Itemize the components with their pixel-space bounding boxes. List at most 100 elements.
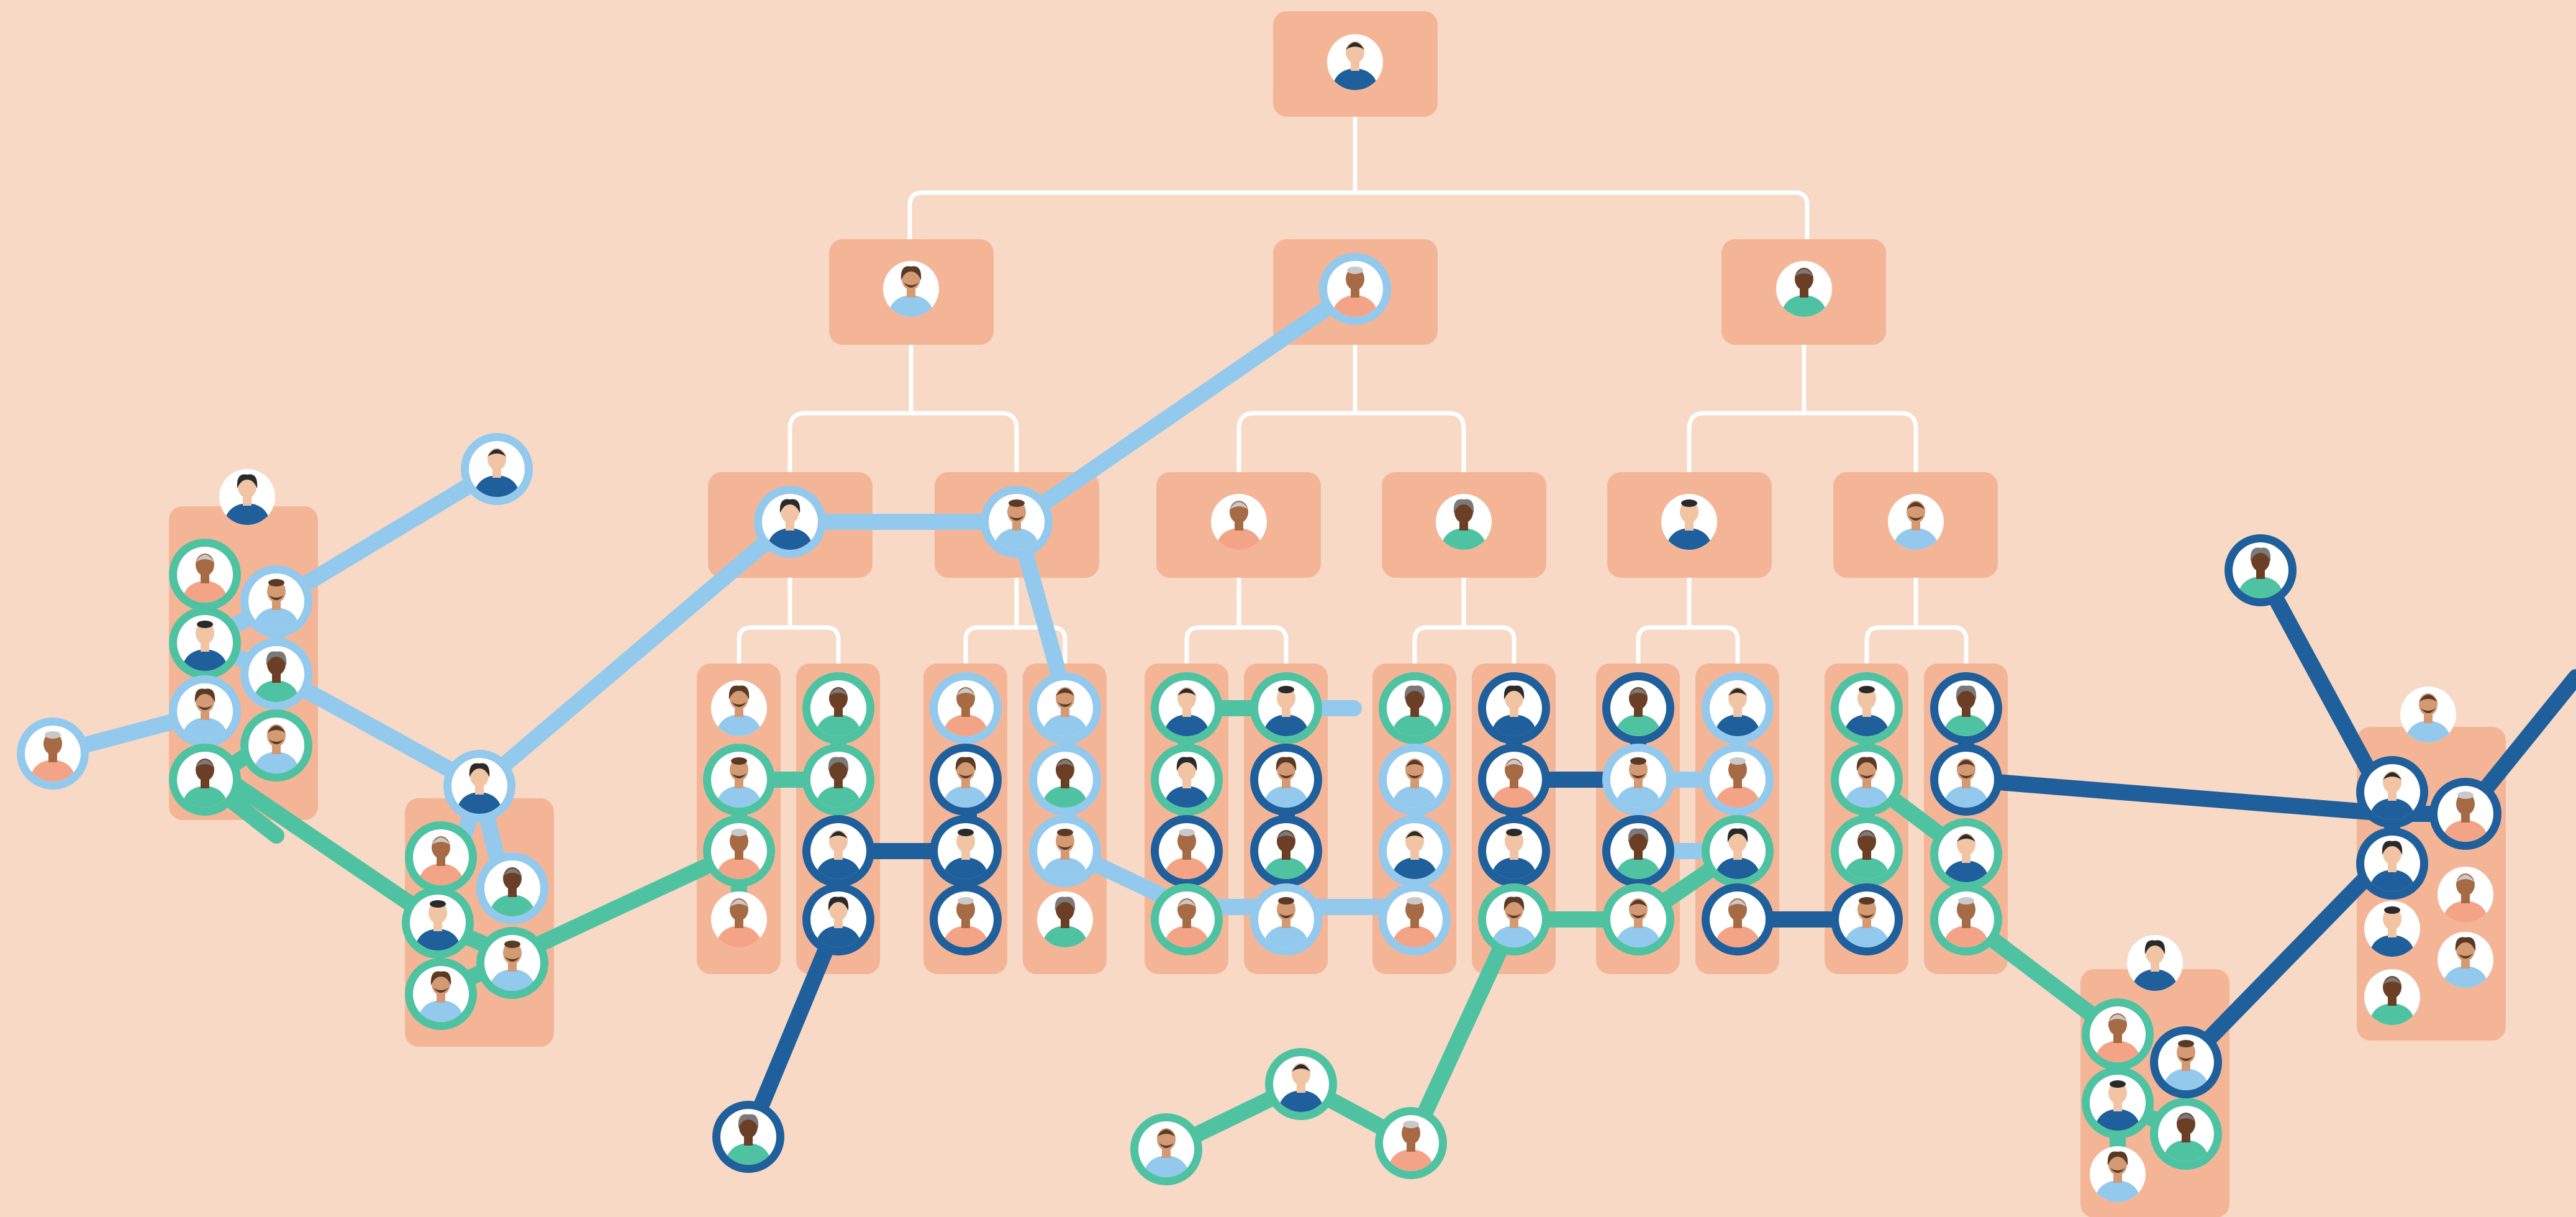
person-avatar-icon bbox=[1436, 494, 1492, 550]
org-connector bbox=[1236, 345, 1466, 472]
person-avatar-icon bbox=[2438, 867, 2493, 923]
person-avatar-icon bbox=[754, 486, 826, 558]
org-connector bbox=[737, 578, 841, 663]
person-avatar-icon bbox=[1037, 891, 1093, 947]
org-connector bbox=[1636, 578, 1740, 663]
person-avatar-icon bbox=[443, 750, 515, 822]
person-avatar-icon bbox=[930, 744, 1002, 816]
person-avatar-icon bbox=[2400, 686, 2456, 742]
person-avatar-icon bbox=[802, 815, 874, 887]
person-avatar-icon bbox=[1831, 815, 1903, 887]
person-avatar-icon bbox=[2225, 534, 2297, 606]
person-avatar-icon bbox=[703, 815, 775, 887]
person-avatar-icon bbox=[240, 638, 312, 710]
person-avatar-icon bbox=[802, 744, 874, 816]
person-avatar-icon bbox=[1151, 883, 1223, 955]
person-avatar-icon bbox=[461, 433, 533, 505]
person-avatar-icon bbox=[712, 1101, 784, 1173]
person-avatar-icon bbox=[930, 815, 1002, 887]
person-avatar-icon bbox=[1930, 672, 2002, 744]
person-avatar-icon bbox=[1029, 744, 1101, 816]
person-avatar-icon bbox=[2090, 1146, 2146, 1202]
org-tree-lines-layer bbox=[737, 117, 1969, 663]
person-avatar-icon bbox=[1776, 261, 1832, 317]
person-avatar-icon bbox=[1602, 744, 1674, 816]
person-avatar-icon bbox=[169, 744, 241, 816]
person-avatar-icon bbox=[1250, 883, 1322, 955]
person-avatar-icon bbox=[2364, 901, 2420, 957]
person-avatar-icon bbox=[1888, 494, 1944, 550]
org-connector bbox=[1184, 578, 1289, 663]
org-connector bbox=[963, 578, 1068, 663]
person-avatar-icon bbox=[1702, 815, 1774, 887]
person-avatar-icon bbox=[1151, 815, 1223, 887]
person-avatar-icon bbox=[1602, 672, 1674, 744]
person-avatar-icon bbox=[930, 672, 1002, 744]
person-avatar-icon bbox=[1478, 883, 1550, 955]
person-avatar-icon bbox=[476, 852, 548, 924]
org-connector bbox=[1412, 578, 1517, 663]
person-avatar-icon bbox=[1930, 744, 2002, 816]
person-avatar-icon bbox=[711, 891, 767, 947]
person-avatar-icon bbox=[1151, 744, 1223, 816]
person-avatar-icon bbox=[1250, 815, 1322, 887]
person-avatar-icon bbox=[1130, 1113, 1202, 1185]
person-avatar-icon bbox=[2150, 1098, 2222, 1170]
person-avatar-icon bbox=[1602, 815, 1674, 887]
person-avatar-icon bbox=[2356, 756, 2428, 828]
person-avatar-icon bbox=[1029, 815, 1101, 887]
person-avatar-icon bbox=[703, 744, 775, 816]
person-avatar-icon bbox=[2082, 998, 2154, 1070]
person-avatar-icon bbox=[930, 883, 1002, 955]
person-avatar-icon bbox=[169, 675, 241, 747]
person-avatar-icon bbox=[1478, 815, 1550, 887]
person-avatar-icon bbox=[405, 958, 477, 1030]
person-avatar-icon bbox=[1702, 883, 1774, 955]
person-avatar-icon bbox=[2438, 932, 2493, 988]
person-avatar-icon bbox=[883, 261, 939, 317]
person-avatar-icon bbox=[1661, 494, 1717, 550]
person-avatar-icon bbox=[169, 539, 241, 611]
person-avatar-icon bbox=[402, 887, 474, 959]
person-avatar-icon bbox=[1379, 672, 1451, 744]
person-avatar-icon bbox=[802, 883, 874, 955]
person-avatar-icon bbox=[1702, 672, 1774, 744]
person-avatar-icon bbox=[981, 486, 1053, 558]
person-avatar-icon bbox=[2082, 1067, 2154, 1139]
person-avatar-icon bbox=[1478, 672, 1550, 744]
person-avatar-icon bbox=[1250, 744, 1322, 816]
person-avatar-icon bbox=[1702, 744, 1774, 816]
person-avatar-icon bbox=[169, 607, 241, 679]
avatars-layer bbox=[17, 34, 2501, 1202]
person-avatar-icon bbox=[1265, 1048, 1337, 1120]
person-avatar-icon bbox=[1250, 672, 1322, 744]
person-avatar-icon bbox=[240, 565, 312, 637]
person-avatar-icon bbox=[2429, 778, 2501, 850]
person-avatar-icon bbox=[711, 680, 767, 736]
person-avatar-icon bbox=[2356, 827, 2428, 900]
person-avatar-icon bbox=[1375, 1107, 1447, 1179]
org-connector bbox=[907, 117, 1810, 239]
person-avatar-icon bbox=[802, 672, 874, 744]
person-avatar-icon bbox=[405, 821, 477, 893]
person-avatar-icon bbox=[1831, 883, 1903, 955]
person-avatar-icon bbox=[2150, 1026, 2222, 1098]
person-avatar-icon bbox=[1379, 744, 1451, 816]
person-avatar-icon bbox=[219, 469, 275, 525]
person-avatar-icon bbox=[1029, 672, 1101, 744]
person-avatar-icon bbox=[2364, 969, 2420, 1025]
org-connector bbox=[787, 345, 1019, 472]
person-avatar-icon bbox=[1379, 883, 1451, 955]
person-avatar-icon bbox=[1327, 34, 1383, 90]
person-avatar-icon bbox=[476, 927, 548, 999]
person-avatar-icon bbox=[240, 709, 312, 782]
person-avatar-icon bbox=[1602, 883, 1674, 955]
person-avatar-icon bbox=[1831, 744, 1903, 816]
person-avatar-icon bbox=[2127, 935, 2183, 991]
org-connector bbox=[1864, 578, 1969, 663]
person-avatar-icon bbox=[1478, 744, 1550, 816]
person-avatar-icon bbox=[1319, 253, 1391, 325]
person-avatar-icon bbox=[1379, 815, 1451, 887]
